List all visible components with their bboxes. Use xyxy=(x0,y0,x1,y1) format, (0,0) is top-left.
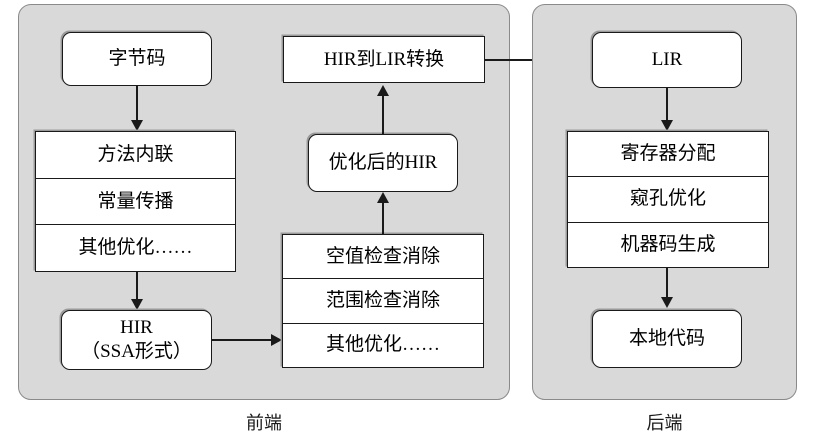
node-native-code[interactable]: 本地代码 xyxy=(592,310,742,368)
node-hir-to-lir-conversion[interactable]: HIR到LIR转换 xyxy=(283,36,485,83)
caption-frontend: 前端 xyxy=(246,413,282,433)
row-range-check-elimination[interactable]: 范围检查消除 xyxy=(283,279,483,324)
connector-bytecode-to-hiropts xyxy=(136,86,138,122)
connector-hir-to-hiropts2 xyxy=(212,339,274,341)
row-null-check-elimination[interactable]: 空值检查消除 xyxy=(283,235,483,280)
row-other-optimizations-2[interactable]: 其他优化…… xyxy=(325,334,440,356)
arrow-hiropts2-to-optimizedhir xyxy=(377,192,389,203)
arrow-hiropts-to-hir xyxy=(131,299,143,310)
row-register-allocation[interactable]: 寄存器分配 xyxy=(568,132,768,178)
node-lir[interactable]: LIR xyxy=(592,32,742,88)
node-hir-to-lir-conversion-label: HIR到LIR转换 xyxy=(323,48,445,70)
row-machine-code-generation[interactable]: 机器码生成 xyxy=(620,233,716,255)
node-bytecode-label: 字节码 xyxy=(108,48,166,69)
node-lir-label: LIR xyxy=(651,49,683,70)
connector-optimizedhir-to-hirtolir xyxy=(382,94,384,134)
stack-hir-optimizations: 方法内联 常量传播 其他优化…… xyxy=(35,131,236,272)
node-optimized-hir[interactable]: 优化后的HIR xyxy=(308,134,458,192)
node-hir-ssa-label-line2: （SSA形式） xyxy=(81,341,192,362)
arrow-lir-to-stages xyxy=(661,120,673,131)
stack-backend-stages: 寄存器分配 窥孔优化 机器码生成 xyxy=(567,131,769,268)
node-native-code-label: 本地代码 xyxy=(628,328,705,349)
node-hir-ssa-label-line1: HIR xyxy=(120,317,153,338)
connector-hiropts2-to-optimizedhir xyxy=(382,200,384,234)
connector-lir-to-stages xyxy=(666,88,668,122)
node-hir-ssa[interactable]: HIR （SSA形式） xyxy=(61,310,212,370)
connector-hiropts-to-hir xyxy=(136,272,138,302)
arrow-optimizedhir-to-hirtolir xyxy=(377,85,389,96)
row-peephole-optimization[interactable]: 窥孔优化 xyxy=(568,177,768,223)
row-method-inlining[interactable]: 方法内联 xyxy=(36,132,235,179)
stack-hir-optimizations-2: 空值检查消除 范围检查消除 其他优化…… xyxy=(282,234,484,368)
node-bytecode[interactable]: 字节码 xyxy=(62,32,212,86)
row-other-optimizations[interactable]: 其他优化…… xyxy=(78,237,193,259)
node-optimized-hir-label: 优化后的HIR xyxy=(328,152,438,173)
row-constant-propagation[interactable]: 常量传播 xyxy=(36,179,235,226)
arrow-stages-to-nativecode xyxy=(661,297,673,308)
connector-stages-to-nativecode xyxy=(666,268,668,299)
caption-backend: 后端 xyxy=(646,413,683,433)
arrow-bytecode-to-hiropts xyxy=(131,120,143,131)
arrow-hir-to-hiropts2 xyxy=(271,334,282,346)
